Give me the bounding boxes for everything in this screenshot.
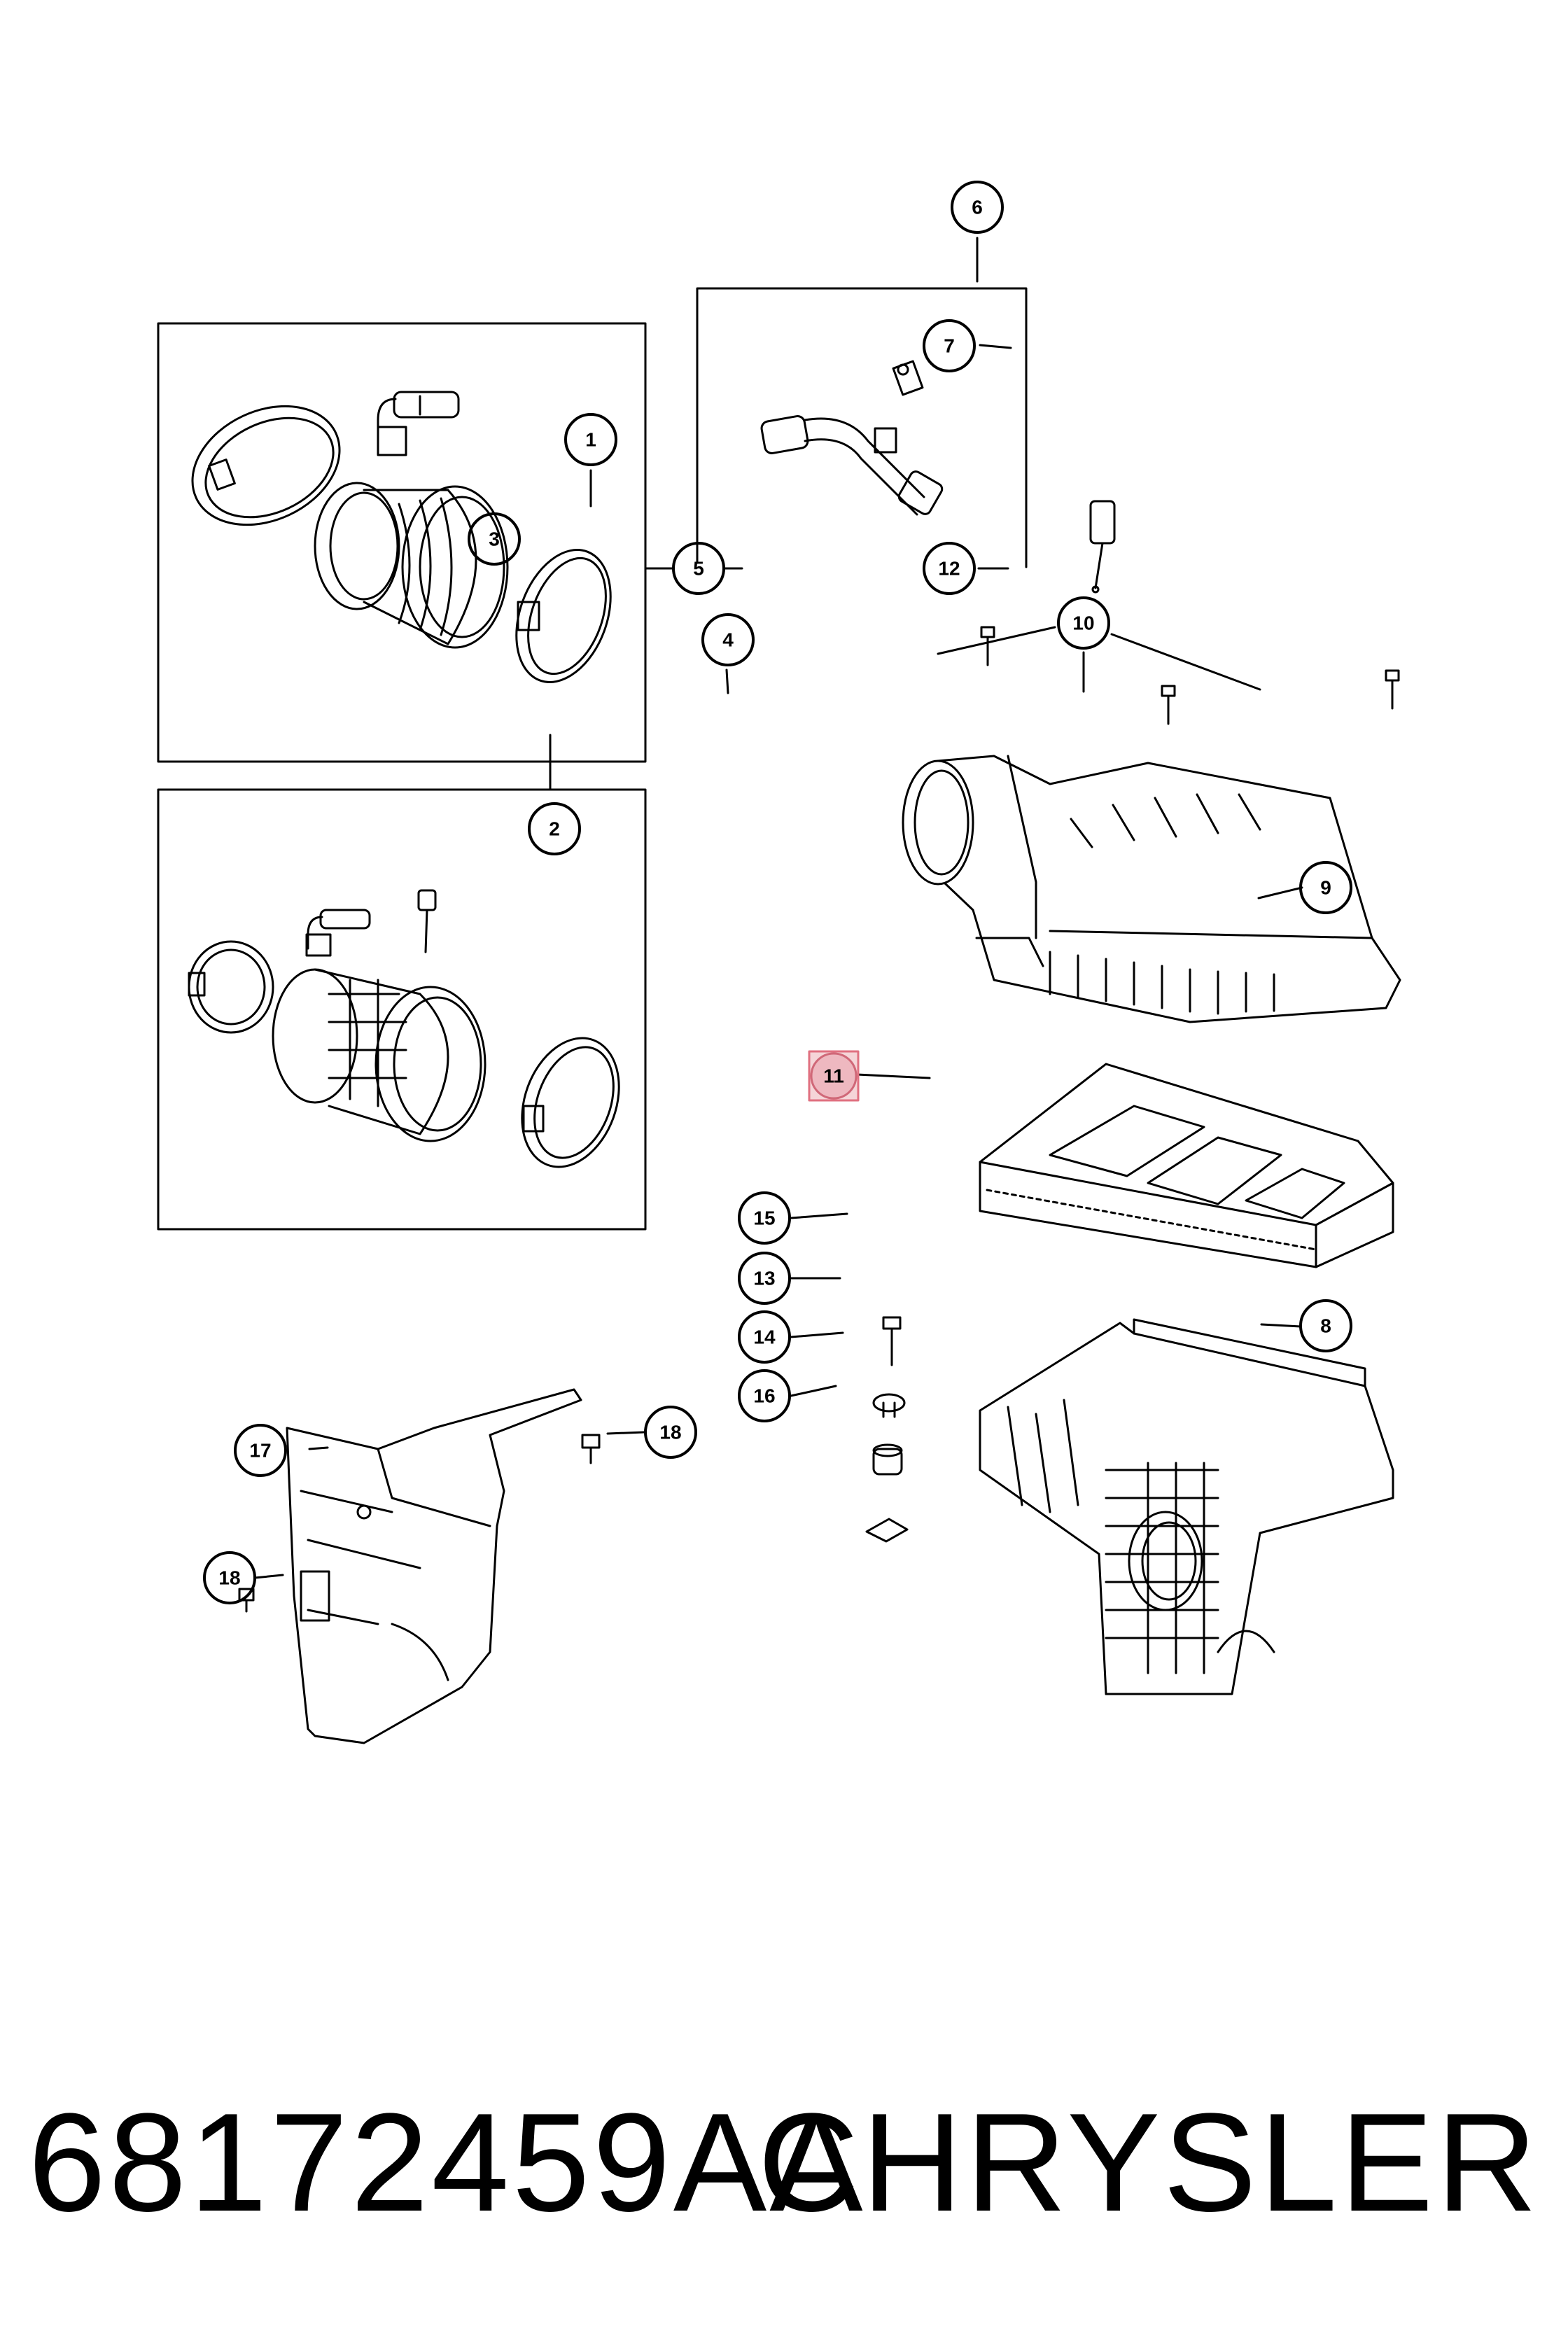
pcv-hose: [760, 415, 944, 516]
pcv-connector: [892, 360, 924, 396]
callout-9: 9: [1320, 877, 1331, 899]
callout-6: 6: [972, 197, 983, 218]
air-filter: [979, 1063, 1394, 1268]
callout-18-upper: 18: [659, 1422, 681, 1443]
push-pin-lower: [238, 1588, 255, 1613]
hose-clamp-right-lower: [521, 1037, 620, 1168]
leader-lines: [253, 237, 1303, 1579]
callout-15: 15: [753, 1208, 775, 1229]
callout-13: 13: [753, 1268, 775, 1289]
callout-4: 4: [722, 629, 734, 651]
grommet-16: [872, 1393, 906, 1418]
callout-2: 2: [549, 818, 560, 840]
callout-10: 10: [1072, 612, 1094, 634]
heat-shield: [286, 1388, 582, 1744]
clip-15: [865, 1518, 909, 1543]
kit-box-lower: [157, 788, 647, 1231]
callout-1: 1: [585, 429, 596, 451]
callout-7: 7: [944, 335, 955, 357]
screw-2: [1161, 685, 1176, 725]
hose-clamp-left-lower: [188, 940, 274, 1034]
callout-17: 17: [249, 1440, 271, 1462]
air-inlet-hose-upper: [314, 482, 509, 649]
callout-14: 14: [753, 1326, 776, 1348]
kit-box-upper: [157, 322, 647, 763]
callout-12: 12: [938, 558, 960, 580]
bolt-14: [882, 1316, 902, 1366]
sensor-lower: [417, 889, 437, 953]
callout-5: 5: [693, 558, 704, 580]
screw-3: [1385, 669, 1400, 710]
hose-clamp-left-upper: [191, 405, 341, 526]
isolator-13: [872, 1443, 903, 1476]
temp-sensor: [1089, 500, 1116, 594]
part-number: 68172459AA: [28, 2085, 866, 2241]
hose-clamp-right-upper: [515, 549, 612, 683]
callout-16: 16: [753, 1385, 775, 1407]
callout-circles: [203, 181, 1352, 1604]
brand-name: CHRYSLER: [757, 2085, 1540, 2241]
callout-18-lower: 18: [218, 1567, 240, 1589]
callout-8: 8: [1320, 1315, 1331, 1337]
fitting-lower: [305, 909, 371, 957]
callout-11: 11: [823, 1065, 844, 1087]
callout-11-highlight: [808, 1050, 860, 1102]
screw-1: [980, 626, 995, 666]
air-cleaner-cover: [902, 755, 1401, 1023]
fitting-upper: [377, 391, 460, 456]
callout-3: 3: [489, 528, 500, 550]
kit-box-hose: [696, 287, 1028, 568]
air-cleaner-housing: [979, 1318, 1394, 1695]
push-pin-upper: [581, 1434, 601, 1464]
air-inlet-hose-lower: [272, 968, 486, 1142]
footer: 68172459AA CHRYSLER: [0, 2093, 1568, 2233]
